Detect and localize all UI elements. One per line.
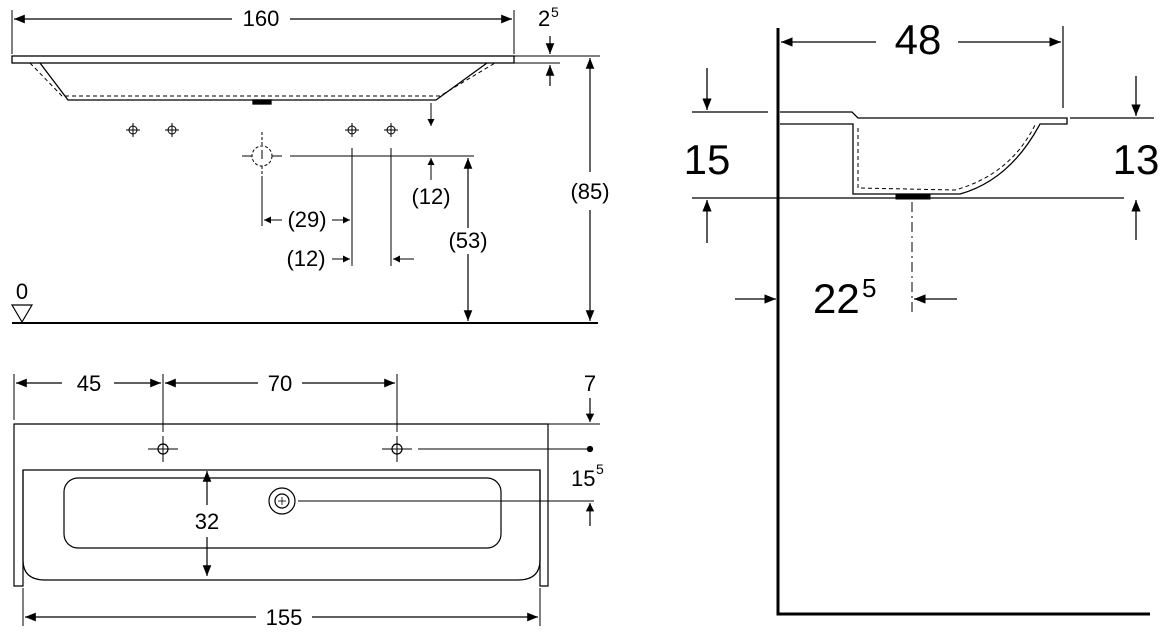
- tap-offset-h-label: (12): [286, 246, 325, 271]
- waste-height-label: (53): [448, 228, 487, 253]
- bowl-width-label: 155: [266, 605, 303, 630]
- tap-spacing-label: 70: [268, 371, 292, 396]
- bowl-rim-plan: [22, 470, 541, 581]
- waste-outlet-section: [895, 193, 931, 200]
- rim-label-sup: 5: [551, 4, 559, 20]
- waste-outlet: [252, 99, 272, 105]
- tap-depth-label: 7: [584, 371, 596, 396]
- bowl-outline: [39, 62, 488, 101]
- waste-outlet-plan: [268, 487, 296, 515]
- thickness-label: 15: [684, 136, 731, 183]
- basin-outline: [13, 423, 549, 587]
- waste-depth-label: 15: [571, 466, 595, 491]
- width-label: 160: [243, 6, 280, 31]
- waste-dist-label: 22: [813, 275, 860, 322]
- waste-dist-sup: 5: [862, 273, 876, 303]
- height-label: (85): [570, 179, 609, 204]
- depth-label: 48: [895, 16, 942, 63]
- floor-level-marker: [10, 304, 34, 324]
- tap-hole-right: [382, 436, 412, 462]
- tap-hole-left: [148, 436, 178, 462]
- wall-and-floor: [776, 28, 1150, 616]
- tap-hole-symbols: [126, 123, 398, 137]
- rim-label: 2: [538, 6, 550, 31]
- bowl-inner-dashed: [29, 62, 496, 97]
- basin-top-slab: [11, 55, 515, 64]
- tap-left-label: 45: [77, 371, 101, 396]
- side-section: [692, 26, 1154, 616]
- front-elevation: [10, 10, 600, 324]
- waste-offset-label: (29): [287, 207, 326, 232]
- tap-offset-v-label: (12): [411, 184, 450, 209]
- waste-depth-sup: 5: [596, 461, 604, 477]
- floor-label: 0: [16, 279, 28, 304]
- bowl-basin-plan: [63, 477, 502, 549]
- bowl-profile-dashed: [857, 124, 1036, 191]
- waste-symbol: [242, 132, 474, 176]
- bowl-height-label: 13: [1113, 136, 1160, 183]
- bowl-depth-label: 32: [195, 509, 219, 534]
- basin-profile: [780, 111, 1068, 195]
- plan-view: [13, 374, 600, 626]
